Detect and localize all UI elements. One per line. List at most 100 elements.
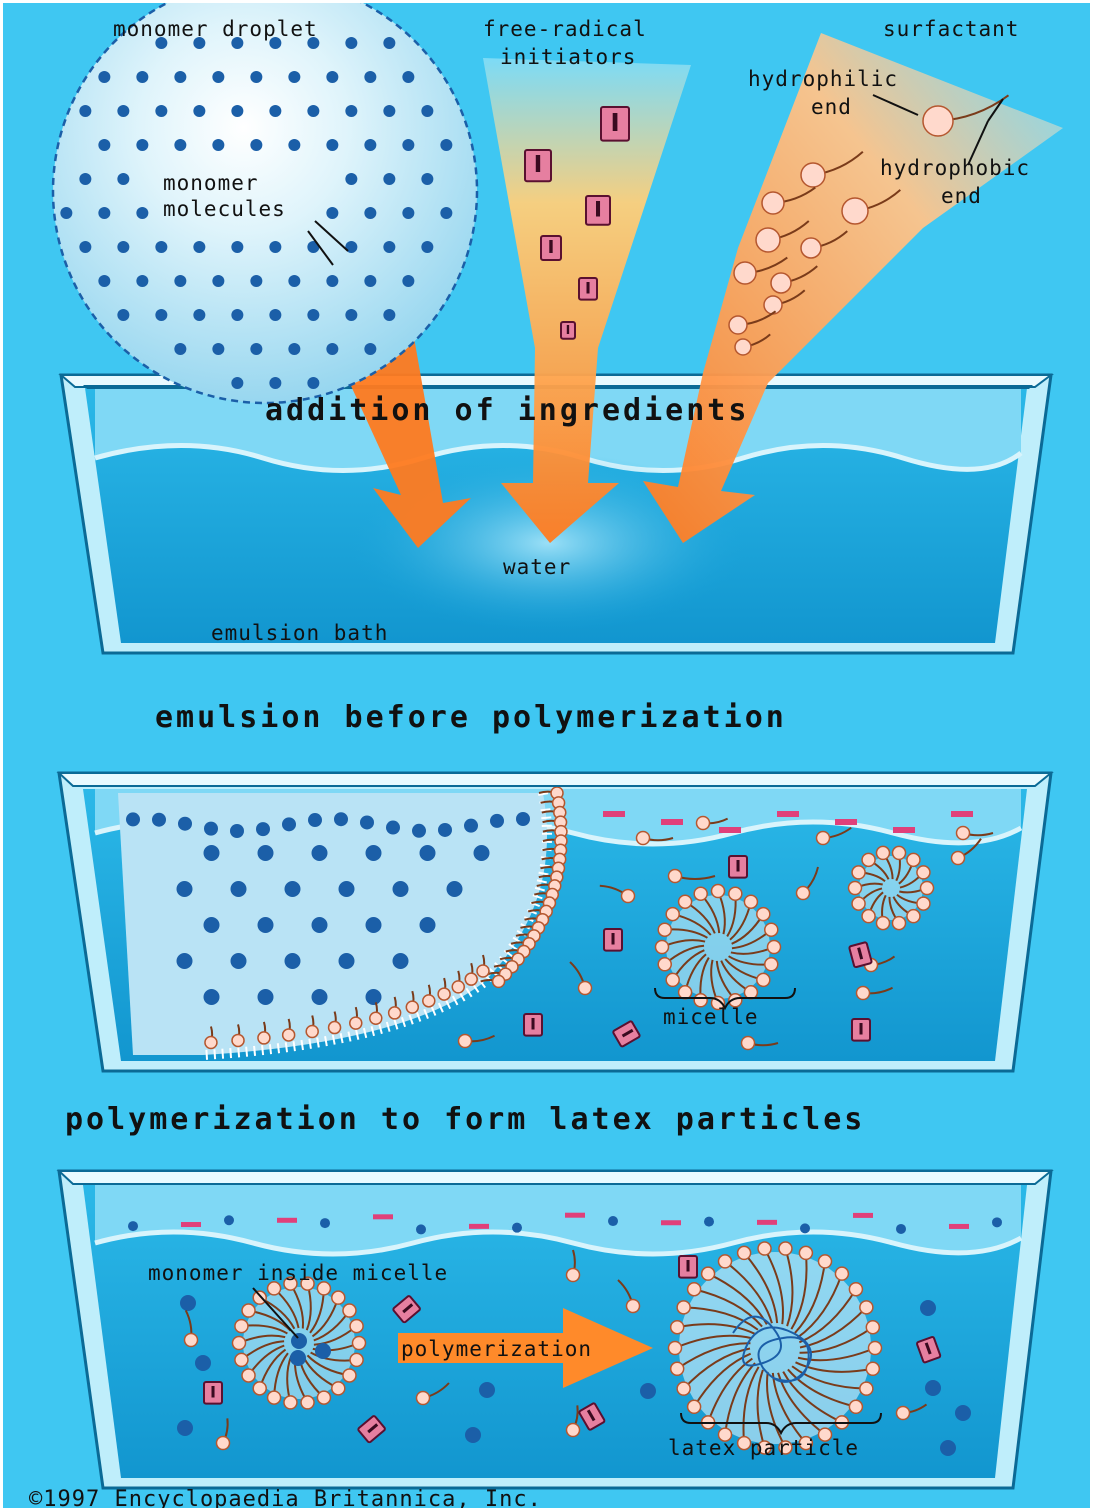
initiator-fragment <box>757 1220 777 1225</box>
monomer-molecule <box>320 1218 330 1228</box>
monomer-molecule <box>896 1224 906 1234</box>
monomer-molecule <box>440 139 452 151</box>
initiator-fragment <box>661 819 683 825</box>
monomer-molecule <box>288 139 300 151</box>
label-molecules: molecules <box>163 199 286 220</box>
monomer-molecule <box>640 1383 656 1399</box>
monomer-molecule <box>402 275 414 287</box>
monomer-molecule <box>98 207 110 219</box>
svg-text:I: I <box>685 1256 691 1275</box>
monomer-molecule <box>250 275 262 287</box>
svg-text:I: I <box>594 197 602 222</box>
heading-emulsion-before-polymerization: emulsion before polymerization <box>155 703 787 733</box>
monomer-molecule <box>920 1300 936 1316</box>
monomer-molecule <box>364 343 376 355</box>
monomer-molecule <box>178 817 192 831</box>
monomer-molecule <box>212 275 224 287</box>
label-water: water <box>503 557 571 578</box>
monomer-molecule <box>366 917 382 933</box>
label-initiators: initiators <box>500 47 636 68</box>
monomer-molecule <box>128 1221 138 1231</box>
initiator-icon: I <box>204 1382 222 1404</box>
monomer-molecule <box>326 207 338 219</box>
monomer-molecule <box>464 819 478 833</box>
initiator-icon: I <box>679 1256 697 1278</box>
initiator-fragment <box>853 1213 873 1218</box>
monomer-molecule <box>79 105 91 117</box>
monomer-molecule <box>212 139 224 151</box>
monomer-molecule <box>421 105 433 117</box>
monomer-molecule <box>393 881 409 897</box>
monomer-molecule <box>364 207 376 219</box>
monomer-molecule <box>98 71 110 83</box>
monomer-molecule <box>339 881 355 897</box>
monomer-molecule <box>204 845 220 861</box>
initiator-fragment <box>835 819 857 825</box>
monomer-molecule <box>231 309 243 321</box>
initiator-icon: I <box>561 322 575 339</box>
monomer-molecule <box>193 309 205 321</box>
monomer-molecule <box>512 1223 522 1233</box>
monomer-molecule <box>421 173 433 185</box>
monomer-molecule <box>117 105 129 117</box>
copyright-text: ©1997 Encyclopaedia Britannica, Inc. <box>29 1489 542 1511</box>
monomer-molecule <box>447 881 463 897</box>
monomer-molecule <box>490 814 504 828</box>
label-latex-particle: latex particle <box>668 1438 859 1459</box>
initiator-fragment <box>603 811 625 817</box>
monomer-molecule <box>204 917 220 933</box>
monomer-molecule <box>288 343 300 355</box>
monomer-molecule <box>117 173 129 185</box>
label-monomer-inside-micelle: monomer inside micelle <box>148 1263 448 1284</box>
monomer-molecule <box>479 1382 495 1398</box>
label-hydrophilic: hydrophilic <box>748 69 898 90</box>
initiator-fragment <box>469 1224 489 1229</box>
monomer-molecule <box>258 989 274 1005</box>
monomer-molecule <box>269 377 281 389</box>
monomer-molecule <box>250 343 262 355</box>
monomer-molecule <box>174 139 186 151</box>
monomer-molecule <box>117 309 129 321</box>
monomer-molecule <box>193 105 205 117</box>
label-surfactant: surfactant <box>883 19 1019 40</box>
monomer-molecule <box>312 989 328 1005</box>
monomer-molecule <box>345 105 357 117</box>
svg-text:I: I <box>530 1014 536 1033</box>
monomer-molecule <box>174 343 186 355</box>
tank-3: IIIIII <box>59 1171 1051 1488</box>
monomer-molecule <box>383 309 395 321</box>
monomer-molecule <box>60 207 72 219</box>
label-polymerization: polymerization <box>401 1339 592 1360</box>
initiator-icon: I <box>579 278 597 300</box>
initiator-icon: I <box>541 236 561 260</box>
monomer-molecule <box>269 241 281 253</box>
monomer-molecule <box>516 812 530 826</box>
monomer-molecule <box>402 71 414 83</box>
initiator-fragment <box>951 811 973 817</box>
monomer-molecule <box>364 275 376 287</box>
tank-2: IIIIII <box>59 773 1051 1071</box>
monomer-molecule <box>288 275 300 287</box>
initiator-icon: I <box>601 107 629 141</box>
monomer-molecule <box>231 105 243 117</box>
svg-text:I: I <box>610 929 616 948</box>
monomer-molecule <box>212 343 224 355</box>
monomer-molecule <box>79 173 91 185</box>
monomer-molecule <box>402 207 414 219</box>
initiator-fragment <box>777 811 799 817</box>
monomer-molecule <box>193 241 205 253</box>
monomer-molecule <box>383 37 395 49</box>
initiator-icon: I <box>604 929 622 951</box>
monomer-molecule <box>285 953 301 969</box>
monomer-molecule <box>312 845 328 861</box>
initiator-fragment <box>661 1220 681 1225</box>
monomer-molecule <box>307 377 319 389</box>
svg-text:I: I <box>534 150 543 178</box>
monomer-molecule <box>155 309 167 321</box>
monomer-molecule <box>136 207 148 219</box>
monomer-molecule <box>204 822 218 836</box>
monomer-molecule <box>345 37 357 49</box>
monomer-molecule <box>308 813 322 827</box>
monomer-molecule <box>291 1333 307 1349</box>
monomer-molecule <box>98 275 110 287</box>
